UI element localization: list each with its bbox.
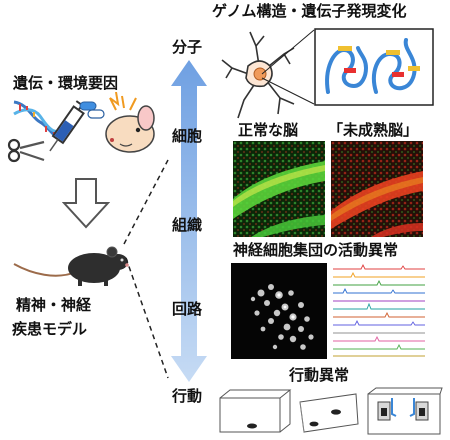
level-cell: 細胞 [172,127,203,145]
model-mouse-icon [13,246,129,286]
three-chamber-arena-image [367,387,443,435]
chromatin-zoom-box [314,28,434,106]
normal-brain-image [233,141,325,237]
stressed-mouse-icon [105,92,155,153]
immature-brain-image [331,141,423,237]
pills-icon [79,101,105,119]
activity-traces-image [331,263,427,359]
scissors-icon [7,138,45,163]
level-circuit: 回路 [172,300,203,318]
open-field-arena-image [219,389,292,433]
level-axis-arrow [171,60,207,382]
factors-title: 遺伝・環境要因 [13,74,119,92]
neuron-icon [221,31,295,119]
model-title-line1: 精神・神経 [16,296,92,314]
level-behavior: 行動 [172,387,203,405]
neural-activity-title: 神経細胞集団の活動異常 [233,241,399,259]
normal-brain-label: 正常な脳 [238,121,299,139]
calcium-imaging-image [231,263,327,359]
hollow-down-arrow-icon [62,178,110,229]
immature-brain-label: 「未成熟脳」 [328,121,419,139]
behavior-title: 行動異常 [289,366,350,384]
model-title-line2: 疾患モデル [12,320,88,338]
level-molecule: 分子 [172,38,203,56]
maze-arena-image [299,393,359,433]
level-tissue: 組織 [172,216,203,234]
genome-title: ゲノム構造・遺伝子発現変化 [212,2,407,20]
